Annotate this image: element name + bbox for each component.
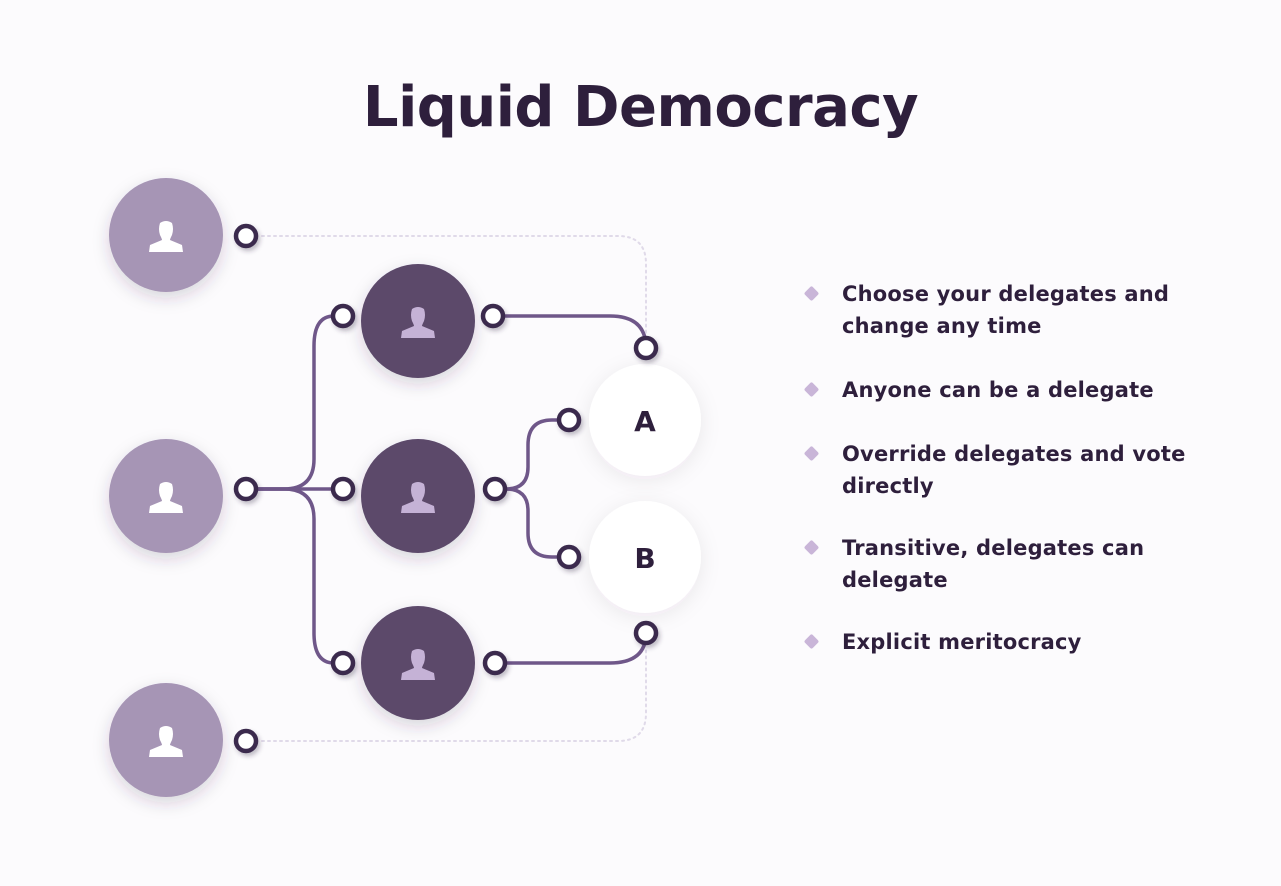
port-voter-bottom-out <box>233 728 259 754</box>
delegate-bottom <box>361 606 475 720</box>
port-delegate-middle-out <box>482 476 508 502</box>
option-a-node: A <box>589 364 701 476</box>
option-b-label: B <box>634 542 655 575</box>
option-b-node: B <box>589 501 701 613</box>
port-delegate-top-out <box>480 303 506 329</box>
voter-bottom <box>109 683 223 797</box>
voter-top <box>109 178 223 292</box>
port-option-a-left <box>556 407 582 433</box>
direct-vote-connector-bottom <box>261 647 647 742</box>
port-voter-top-out <box>233 223 259 249</box>
vote-line-delegate-middle-to-b <box>493 487 569 559</box>
feature-text: Choose your delegates and change any tim… <box>842 282 1170 338</box>
direct-vote-connector-top <box>261 235 647 336</box>
port-delegate-bottom-out <box>482 650 508 676</box>
feature-text: Override delegates and vote directly <box>842 442 1186 498</box>
port-option-b-bottom <box>633 620 659 646</box>
voter-middle <box>109 439 223 553</box>
feature-text: Explicit meritocracy <box>842 630 1082 654</box>
port-delegate-top-in <box>330 303 356 329</box>
delegate-middle <box>361 439 475 553</box>
vote-line-delegate-middle-to-a <box>493 418 569 491</box>
port-voter-middle-out <box>233 476 259 502</box>
port-option-b-left <box>556 544 582 570</box>
feature-text: Transitive, delegates can delegate <box>842 536 1145 592</box>
feature-text: Anyone can be a delegate <box>842 378 1154 402</box>
port-delegate-middle-in <box>330 476 356 502</box>
vote-line-delegate-bottom-to-b <box>493 631 648 665</box>
delegation-line-voter-to-delegate-bottom <box>256 487 342 665</box>
option-a-label: A <box>634 405 656 438</box>
port-option-a-top <box>633 335 659 361</box>
delegate-top <box>361 264 475 378</box>
port-delegate-bottom-in <box>330 650 356 676</box>
vote-line-delegate-top-to-a <box>493 314 648 350</box>
delegation-line-voter-to-delegate-top <box>256 314 342 491</box>
page-title: Liquid Democracy <box>362 75 919 140</box>
